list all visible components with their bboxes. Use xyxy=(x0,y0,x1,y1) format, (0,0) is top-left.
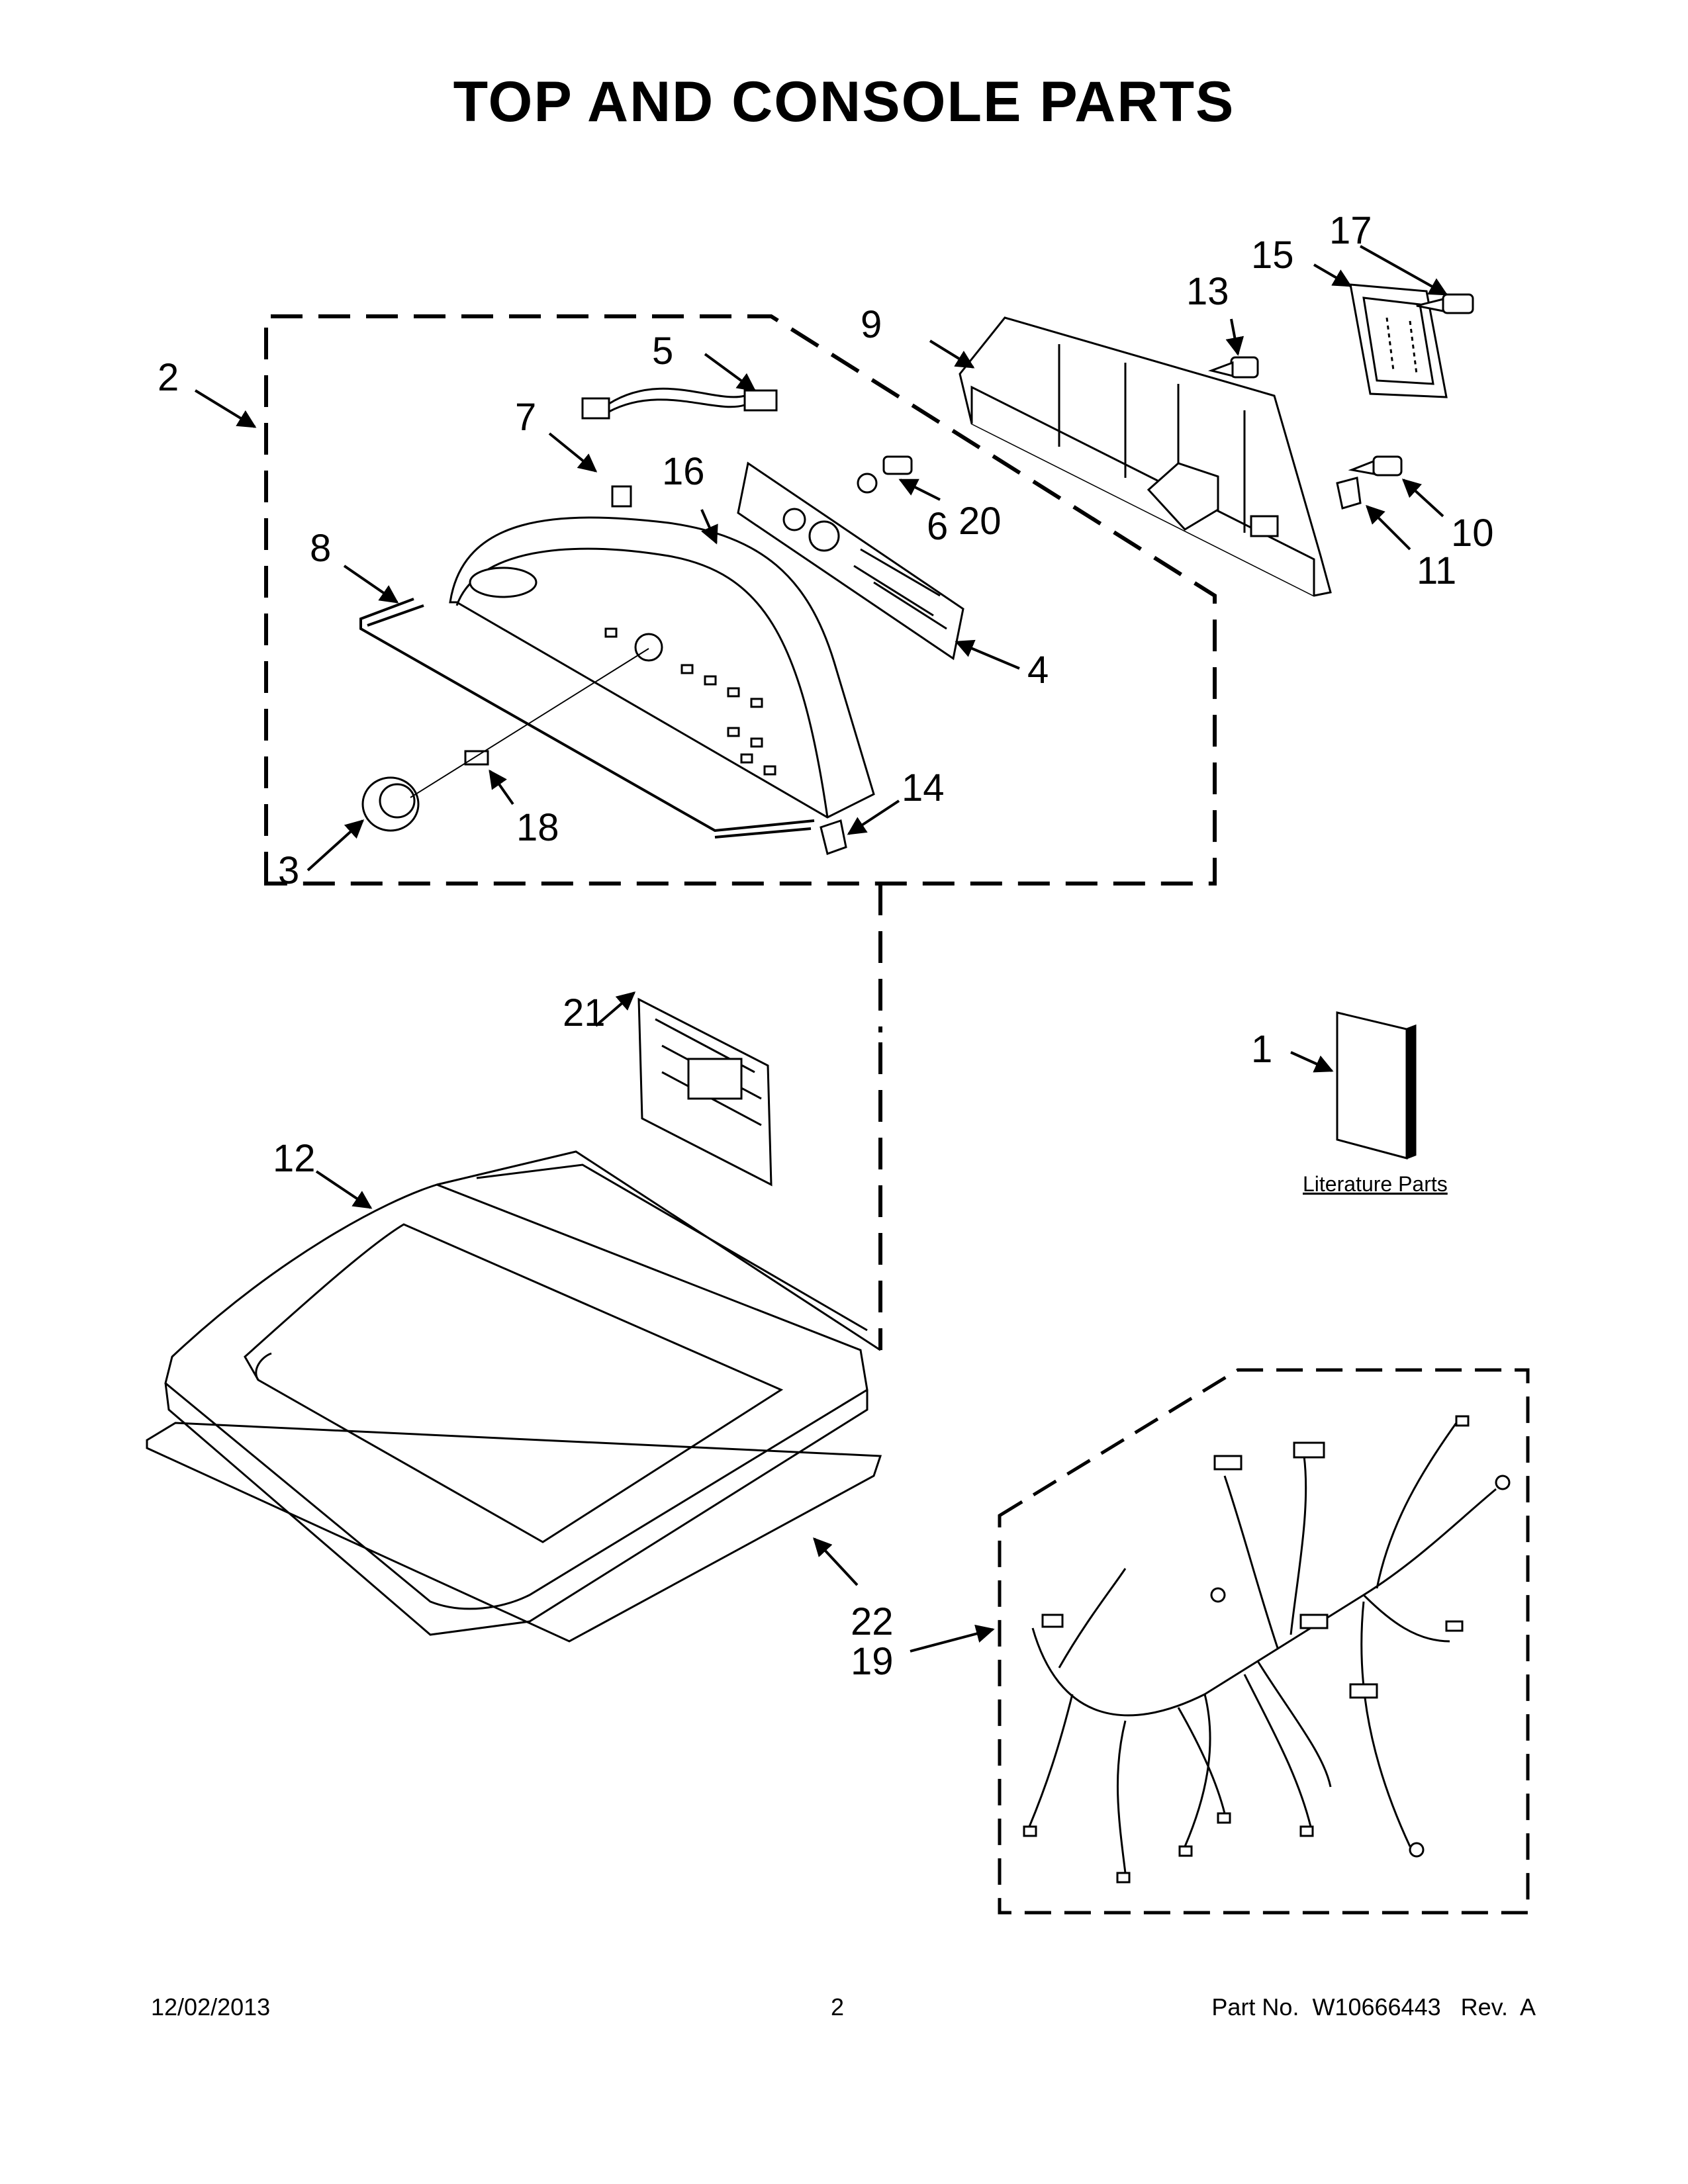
control-bracket xyxy=(1349,283,1448,398)
wire-harness-dashed-box xyxy=(998,1368,1530,1915)
callout-11: 11 xyxy=(1417,549,1456,592)
callout-2: 2 xyxy=(158,356,179,399)
wire-harness xyxy=(1023,1415,1511,1884)
footer-date: 12/02/2013 xyxy=(151,1993,271,2021)
wire-connector-5 xyxy=(581,387,778,420)
callout-1: 1 xyxy=(1251,1028,1272,1071)
screw-10 xyxy=(1348,455,1403,477)
callout-12: 12 xyxy=(273,1137,316,1180)
callout-17: 17 xyxy=(1329,209,1372,252)
callout-7: 7 xyxy=(515,396,536,439)
literature-parts-label: Literature Parts xyxy=(1303,1172,1448,1196)
callout-14: 14 xyxy=(902,766,945,809)
callout-labels: 2 5 7 16 8 9 13 15 17 6 20 10 11 4 14 18… xyxy=(158,209,1494,1683)
clip-11 xyxy=(1336,477,1362,510)
trim-strip-8 xyxy=(359,598,815,839)
screw-20 xyxy=(882,455,913,475)
callout-22: 22 xyxy=(851,1600,894,1643)
callout-6: 6 xyxy=(927,505,948,548)
callout-19: 19 xyxy=(851,1640,894,1683)
page-title: TOP AND CONSOLE PARTS xyxy=(453,70,1235,134)
gasket-22 xyxy=(146,1422,882,1643)
footer-part-number: Part No. W10666443 Rev. A xyxy=(1211,1993,1536,2021)
callout-4: 4 xyxy=(1027,649,1049,692)
screw-13 xyxy=(1207,356,1259,379)
callout-10: 10 xyxy=(1451,512,1494,555)
callout-9: 9 xyxy=(861,303,882,346)
clip-7 xyxy=(611,485,632,508)
leader-arrows xyxy=(194,245,1448,1653)
encoder-6 xyxy=(857,473,878,494)
callout-8: 8 xyxy=(310,527,331,570)
knob-3 xyxy=(361,776,420,832)
control-module-21 xyxy=(637,997,773,1187)
callout-21: 21 xyxy=(563,991,606,1034)
callout-18: 18 xyxy=(516,806,559,849)
control-board xyxy=(737,461,964,660)
knob-insert-18 xyxy=(464,750,489,766)
callout-3: 3 xyxy=(278,849,299,892)
callout-16: 16 xyxy=(662,450,705,493)
callout-15: 15 xyxy=(1251,234,1294,277)
knob-axis-line xyxy=(410,648,649,798)
literature-booklet xyxy=(1336,1011,1417,1160)
dryer-top-12 xyxy=(164,1150,881,1636)
console-housing xyxy=(449,516,875,819)
screw-17 xyxy=(1416,293,1474,314)
callout-5: 5 xyxy=(652,330,673,373)
footer-page-number: 2 xyxy=(831,1993,845,2021)
console-assembly-dashed-box xyxy=(264,314,1217,1350)
console-rear-panel xyxy=(959,316,1332,597)
callout-13: 13 xyxy=(1186,270,1229,313)
callout-20: 20 xyxy=(959,500,1002,543)
clip-14 xyxy=(820,819,847,855)
